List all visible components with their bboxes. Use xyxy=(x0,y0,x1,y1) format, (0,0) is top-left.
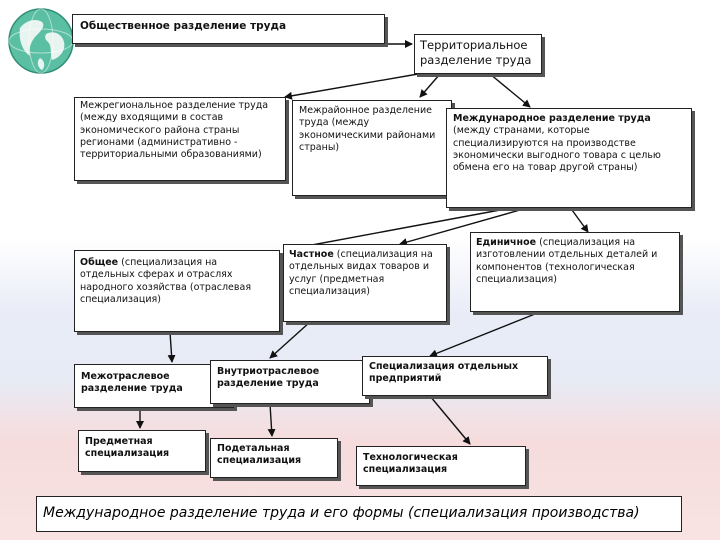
node-private-text: (специализация на отдельных видах товаро… xyxy=(289,249,433,298)
node-intrasectoral-text: Внутриотраслевое разделение труда xyxy=(217,366,320,390)
node-international-text: (между странами, которые специализируютс… xyxy=(453,125,661,174)
arrow-enterprise-technological xyxy=(429,395,471,445)
node-interregional-text: Межрегиональное разделение труда (между … xyxy=(80,100,269,161)
node-international: Международное разделение труда (между ст… xyxy=(446,108,692,208)
node-subject-text: Предметная специализация xyxy=(85,436,170,460)
arrow-international-private xyxy=(399,209,521,246)
node-single-title: Единичное xyxy=(476,237,537,248)
node-detail: Подетальная специализация xyxy=(210,438,338,478)
node-single-text: (специализация на изготовлении отдельных… xyxy=(476,237,658,286)
node-enterprise-text: Специализация отдельных предприятий xyxy=(369,361,519,385)
node-detail-text: Подетальная специализация xyxy=(217,443,302,467)
node-territorial-text: Территориальное разделение труда xyxy=(420,38,532,67)
node-subject: Предметная специализация xyxy=(78,430,206,472)
arrow-private-intrasectoral xyxy=(269,321,311,359)
arrow-territorial-international xyxy=(489,73,531,108)
diagram-caption: Международное разделение труда и его фор… xyxy=(36,496,682,532)
node-root: Общественное разделение труда xyxy=(72,14,385,44)
node-general: Общее (специализация на отдельных сферах… xyxy=(74,250,280,332)
node-technological-text: Технологическая специализация xyxy=(363,452,458,476)
node-technological: Технологическая специализация xyxy=(356,446,526,486)
arrow-territorial-interdistrict xyxy=(419,73,441,98)
node-interregional: Межрегиональное разделение труда (между … xyxy=(74,97,286,181)
node-single: Единичное (специализация на изготовлении… xyxy=(470,232,680,312)
arrow-international-single xyxy=(571,209,589,233)
node-private: Частное (специализация на отдельных вида… xyxy=(283,244,447,322)
node-territorial: Территориальное разделение труда xyxy=(414,34,542,74)
node-interdistrict: Межрайонное разделение труда (между экон… xyxy=(292,100,452,196)
node-intrasectoral: Внутриотраслевое разделение труда xyxy=(210,360,370,404)
diagram-caption-text: Международное разделение труда и его фор… xyxy=(43,505,640,521)
arrow-single-enterprise xyxy=(429,311,541,358)
node-enterprise: Специализация отдельных предприятий xyxy=(362,356,548,396)
node-private-title: Частное xyxy=(289,249,334,260)
arrow-general-intersectoral xyxy=(167,331,176,363)
arrow-territorial-interregional xyxy=(284,73,419,100)
arrow-international-general xyxy=(284,209,501,253)
node-general-title: Общее xyxy=(80,257,119,268)
node-international-title: Международное разделение труда xyxy=(453,113,651,124)
globe-logo xyxy=(8,8,74,74)
node-root-text: Общественное разделение труда xyxy=(80,20,287,32)
node-general-text: (специализация на отдельных сферах и отр… xyxy=(80,257,252,306)
node-interdistrict-text: Межрайонное разделение труда (между экон… xyxy=(299,105,436,154)
node-intersectoral-text: Межотраслевое разделение труда xyxy=(81,371,183,395)
arrow-intrasectoral-detail xyxy=(267,403,276,437)
